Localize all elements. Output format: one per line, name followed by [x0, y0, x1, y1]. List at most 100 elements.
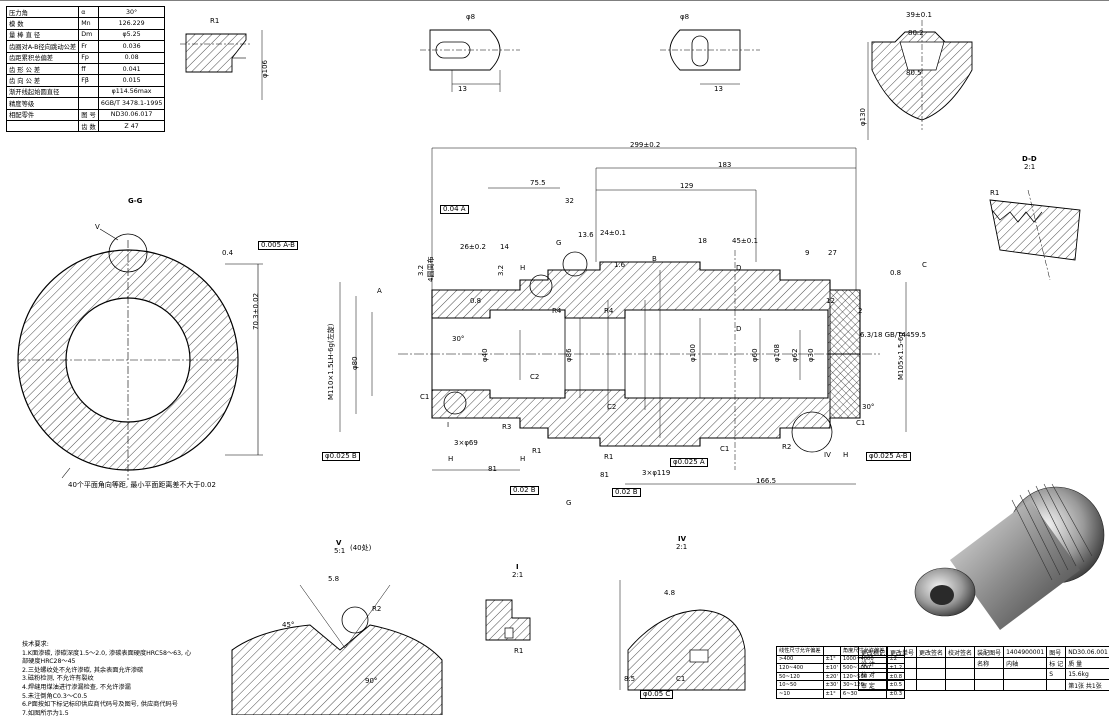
detail-iv-c1: C1 [676, 675, 686, 683]
note-line: 部硬度HRC28～45 [22, 658, 76, 666]
detail-top-2 [420, 29, 520, 92]
detail-v-scale: 5:1 [334, 547, 346, 555]
dim-12: 12 [826, 297, 835, 305]
tol-cell: ±1° [822, 688, 841, 699]
dim-8-5: 8.5 [624, 675, 636, 683]
dim-3-2-b: 3.2 [497, 264, 505, 276]
radius-r3: R3 [502, 423, 512, 431]
detail-i-view [485, 599, 531, 641]
dim-75-5: 75.5 [530, 179, 546, 187]
tol-cell: 50~120 [776, 671, 824, 682]
datum-h-right: H [843, 451, 849, 459]
detail-v-title: V [336, 539, 342, 547]
dim-phi130: φ130 [859, 108, 867, 126]
note-line: 5.未注倒角C0.3～C0.5 [22, 692, 88, 700]
chamfer-c1-c: C1 [856, 419, 866, 427]
datum-h-bottom-2: H [520, 455, 526, 463]
tb-sheet: 第1张 共1张 [1065, 679, 1109, 691]
dim-3x119: 3×φ119 [642, 469, 671, 477]
chamfer-c1-b: C1 [720, 445, 730, 453]
radius-r2: R2 [782, 443, 792, 451]
gdt-position-b: φ0.025 B [322, 452, 360, 461]
param-cell: 量 棒 直 径 [5, 28, 80, 42]
detail-top-3 [660, 29, 760, 85]
main-section-view [339, 147, 907, 485]
dim-phi8-b: φ8 [680, 13, 690, 21]
angle-45: 45° [282, 621, 295, 629]
note-line: 4.焊缝用煤油进行渗漏检查, 不允许渗漏 [22, 683, 131, 691]
angle-90: 90° [365, 677, 378, 685]
tol-cell: 10~50 [776, 680, 824, 690]
chamfer-c2-b: C2 [607, 403, 617, 411]
dim-phi80: φ80 [351, 356, 359, 370]
thread-left-callout: M110×1.5LH-6g(左旋) [327, 323, 335, 400]
tb-s-mark: S [1046, 668, 1067, 680]
section-dd-r1: R1 [990, 189, 1000, 197]
dim-70-3: 70.3±0.02 [252, 292, 260, 330]
view-v-marker: V [95, 223, 100, 231]
dim-3x69: 3×φ69 [454, 439, 478, 447]
gdt-position-a: φ0.025 A [670, 458, 708, 467]
section-gg-title: G-G [128, 197, 143, 205]
dim-166-5: 166.5 [756, 477, 777, 485]
datum-b-marker: B [652, 255, 657, 263]
angle-30-right: 30° [862, 403, 875, 411]
roughness-08: 0.8 [470, 297, 482, 305]
title-block: 更改标记 更改单号 更改签名 校对签名 装配图号 1404900001 图号 N… [857, 646, 1109, 691]
gdt-004-a: 0.04 A [440, 205, 469, 214]
dim-13-a: 13 [458, 85, 467, 93]
tb-mass: 质 量 [1065, 657, 1109, 669]
flat-note: 40个平面角向等距, 最小平面距离差不大于0.02 [68, 481, 216, 489]
dim-27: 27 [828, 249, 837, 257]
radius-r4-b: R4 [604, 307, 614, 315]
chamfer-c1-a: C1 [420, 393, 430, 401]
dim-13-6: 13.6 [578, 231, 594, 239]
tb-mark: 标 记 [1046, 657, 1067, 669]
detail-i-title: I [516, 563, 519, 571]
roughness-04: 0.4 [222, 249, 234, 257]
detail-iv-scale: 2:1 [676, 543, 688, 551]
radius-r1-a: R1 [532, 447, 542, 455]
tb-name-label: 名称 [974, 657, 1005, 669]
dim-4-8: 4.8 [664, 589, 676, 597]
dim-183: 183 [718, 161, 732, 169]
detail-v-view [231, 584, 443, 715]
thread-dir-left: 4圆周布 [427, 256, 435, 282]
dim-129: 129 [680, 182, 694, 190]
dim-81-a: 81 [488, 465, 497, 473]
roughness-08-right: 0.8 [890, 269, 902, 277]
tb-part-code-label: 装配图号 [974, 646, 1005, 658]
dim-phi86: φ86 [565, 348, 573, 362]
param-cell: 齿圈对A-B径向跳动公差 [5, 40, 80, 53]
tb-check: 校 对 [857, 668, 889, 680]
dim-39: 39±0.1 [906, 11, 932, 19]
note-line: 6.P面按如下标记标印供应商代码号及图号, 供应商代码号 [22, 701, 178, 709]
param-cell: Dm [78, 28, 99, 42]
datum-g-bottom: G [566, 499, 572, 507]
radius-r4-a: R4 [552, 307, 562, 315]
dim-phi62: φ62 [791, 348, 799, 362]
section-dd-scale: 2:1 [1024, 163, 1036, 171]
detail-iv-view [619, 580, 746, 691]
detail-top-4 [867, 20, 973, 140]
tb-change-mark: 更改标记 [857, 646, 889, 658]
datum-a-marker: A [377, 287, 382, 295]
technical-notes: 技术要求:1.K面渗碳, 渗碳深度1.5～2.0, 渗碳表面硬度HRC58～63… [22, 641, 212, 718]
detail-i-marker: I [447, 421, 450, 429]
tb-mass-value: 15.6kg [1065, 668, 1109, 680]
part-3d-render [914, 483, 1105, 630]
detail-iv-marker: IV [824, 451, 831, 459]
note-center-hole: 6.3/18 GB/T4459.5 [860, 331, 926, 339]
param-cell [5, 119, 80, 133]
dim-phi8-a: φ8 [466, 13, 476, 21]
tb-change-no: 更改单号 [887, 646, 918, 658]
dim-9: 9 [805, 249, 810, 257]
dim-18: 18 [698, 237, 707, 245]
